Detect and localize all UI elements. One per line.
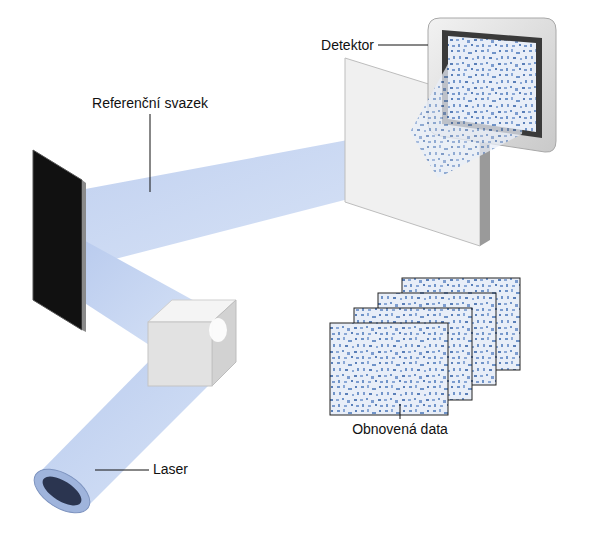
leader-line <box>400 404 401 419</box>
data-page <box>330 323 448 415</box>
cube-side <box>212 300 236 386</box>
mirror <box>33 150 82 330</box>
leader-line <box>150 114 151 192</box>
laser-aperture <box>38 471 86 511</box>
recovered-data-label: Obnovená data <box>352 421 448 438</box>
laser-label: Laser <box>153 461 188 478</box>
cube-highlight <box>209 318 227 342</box>
detector-label: Detektor <box>321 37 374 54</box>
reference-beam-label: Referenční svazek <box>92 95 208 112</box>
beam-splitter <box>148 322 212 386</box>
mirror-edge <box>82 180 86 332</box>
signal-beam <box>410 46 526 178</box>
leader-line <box>95 470 149 471</box>
leader-line <box>378 45 428 46</box>
laser-beam-end <box>27 460 98 522</box>
